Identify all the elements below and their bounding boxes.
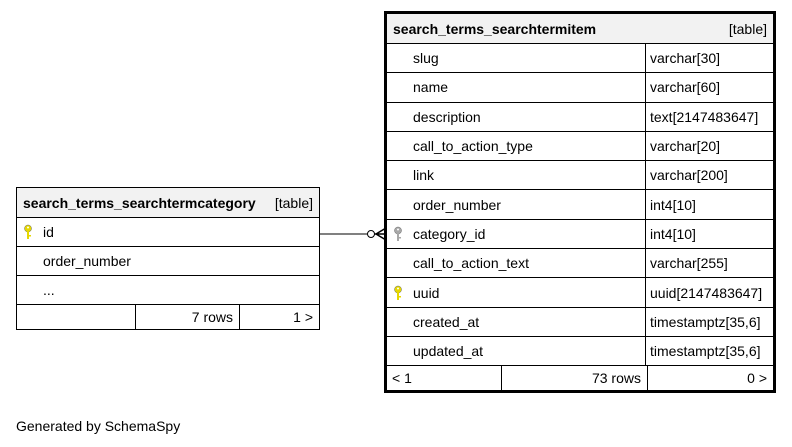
column-name: order_number [43, 253, 131, 269]
column-row[interactable]: link varchar[200] [387, 161, 773, 191]
column-name: created_at [413, 313, 480, 330]
column-row[interactable]: id [17, 218, 319, 247]
column-icon-slot [387, 73, 409, 101]
column-name: ... [43, 282, 55, 298]
column-row[interactable]: call_to_action_text varchar[255] [387, 249, 773, 279]
column-type: uuid[2147483647] [645, 278, 773, 307]
foreign-key-icon [387, 220, 409, 248]
column-icon-slot [387, 190, 409, 218]
column-row[interactable]: ... [17, 276, 319, 305]
table-type-tag: [table] [274, 194, 313, 211]
column-row[interactable]: call_to_action_type varchar[20] [387, 131, 773, 162]
column-icon-slot [387, 132, 409, 160]
column-type: timestamptz[35,6] [645, 307, 773, 336]
column-row[interactable]: description text[2147483647] [387, 102, 773, 132]
column-name: order_number [413, 196, 501, 213]
column-row[interactable]: order_number int4[10] [387, 190, 773, 220]
column-type: varchar[255] [645, 249, 773, 278]
column-name: uuid [413, 284, 440, 301]
column-name: slug [413, 50, 439, 67]
table-footer: 7 rows 1 > [17, 305, 319, 329]
table-header[interactable]: search_terms_searchtermcategory [table] [17, 188, 319, 218]
footer-parents [17, 305, 135, 329]
column-icon-slot [387, 308, 409, 336]
column-type: int4[10] [645, 219, 773, 249]
column-name: call_to_action_type [413, 138, 533, 155]
footer-row-count: 7 rows [135, 305, 239, 329]
footer-children: 0 > [647, 366, 773, 391]
column-row[interactable]: order_number [17, 247, 319, 276]
footer-parents-link[interactable]: < 1 [392, 370, 412, 387]
column-type: varchar[200] [645, 161, 773, 190]
column-name: id [43, 224, 54, 240]
column-row[interactable]: category_id int4[10] [387, 219, 773, 250]
category-table[interactable]: search_terms_searchtermcategory [table] … [16, 187, 320, 330]
column-name: call_to_action_text [413, 255, 529, 272]
column-type: varchar[20] [645, 131, 773, 161]
column-type: timestamptz[35,6] [645, 336, 773, 366]
column-icon-slot [387, 161, 409, 189]
relationship-zero-marker [367, 230, 375, 238]
column-icon-slot [17, 247, 39, 275]
table-type-tag: [table] [728, 20, 767, 37]
column-name: updated_at [413, 343, 484, 360]
column-icon-slot [387, 103, 409, 131]
column-row[interactable]: name varchar[60] [387, 73, 773, 103]
column-icon-slot [387, 337, 409, 365]
table-name[interactable]: search_terms_searchtermcategory [23, 194, 256, 211]
column-type: varchar[60] [645, 73, 773, 102]
column-icon-slot [387, 249, 409, 277]
column-row[interactable]: updated_at timestamptz[35,6] [387, 336, 773, 367]
column-name: link [413, 167, 435, 184]
column-row[interactable]: created_at timestamptz[35,6] [387, 307, 773, 337]
column-name: name [413, 79, 449, 96]
column-name: category_id [413, 225, 486, 242]
table-header[interactable]: search_terms_searchtermitem [table] [387, 14, 773, 44]
item-table[interactable]: search_terms_searchtermitem [table] slug… [384, 11, 776, 394]
column-row[interactable]: uuid uuid[2147483647] [387, 278, 773, 308]
column-name: description [413, 108, 481, 125]
primary-key-icon [17, 218, 39, 246]
table-footer: < 1 73 rows 0 > [387, 366, 773, 391]
column-type: varchar[30] [645, 44, 773, 73]
footer-row-count: 73 rows [501, 366, 647, 391]
column-icon-slot [387, 44, 409, 72]
footer-children-link[interactable]: 1 > [239, 305, 319, 329]
column-type: int4[10] [645, 190, 773, 219]
column-type: text[2147483647] [645, 102, 773, 131]
column-icon-slot [17, 276, 39, 304]
generated-by-caption: Generated by SchemaSpy [16, 418, 181, 434]
table-name[interactable]: search_terms_searchtermitem [393, 20, 597, 37]
primary-key-icon [387, 278, 409, 306]
column-row[interactable]: slug varchar[30] [387, 44, 773, 74]
